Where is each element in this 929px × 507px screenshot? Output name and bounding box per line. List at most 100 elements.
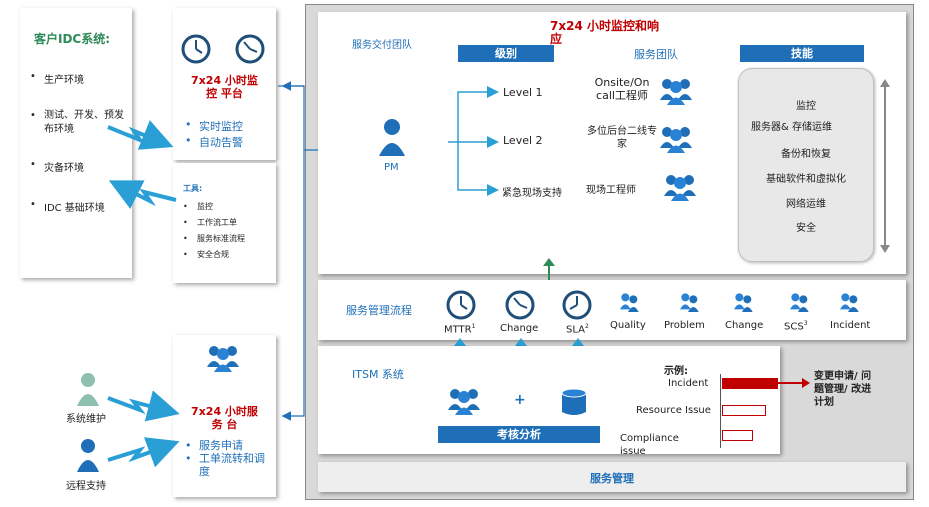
skill-item: 服务器& 存储运维 [751, 122, 832, 133]
itsm-label: ITSM 系统 [352, 368, 404, 381]
monitor-platform-list: 实时监控 自动告警 [185, 118, 243, 150]
tools-item: 安全合规 [183, 247, 245, 263]
level-item: Level 1 [503, 86, 543, 99]
person-icon [77, 439, 99, 472]
lightning-arrow [107, 120, 174, 150]
delivery-label: 服务交付团队 [352, 40, 412, 51]
process-panel: 服务管理流程 MTTR1 Change SLA2 Quality Problem… [318, 280, 906, 340]
monitor-item: 实时监控 [185, 118, 243, 134]
service-desk-list: 服务申请 工单流转和调度 [185, 439, 273, 478]
issue-axis [720, 374, 721, 448]
service-desk-item: 工单流转和调度 [185, 452, 273, 478]
monitor-platform-panel: 7x24 小时监 控 平台 实时监控 自动告警 [173, 8, 276, 160]
skills-header: 技能 [740, 45, 864, 62]
skill-item: 基础软件和虚拟化 [766, 174, 846, 185]
metric-label: MTTR1 [444, 323, 475, 335]
pm-person-icon [379, 119, 405, 156]
role-label: Incident [830, 320, 878, 332]
person-icon [77, 373, 99, 406]
metric-text: Change [500, 323, 539, 334]
footer-panel: 服务管理 [318, 462, 906, 492]
delivery-title: 7x24 小时监控和响 应 [550, 20, 659, 46]
metric-label: SLA2 [566, 323, 589, 335]
service-desk-title-line: 务 台 [211, 418, 238, 431]
metric-sup: 1 [471, 323, 476, 330]
people-group-icon [660, 127, 692, 153]
monitor-title-line: 控 平台 [206, 87, 243, 100]
issue-bar [722, 405, 766, 416]
role-label: Problem [664, 320, 706, 332]
metric-label: Change [500, 323, 540, 335]
team-header: 服务团队 [634, 48, 678, 61]
person-icon [790, 293, 809, 312]
issue-label: Compliance issue [620, 433, 679, 457]
issue-bar [722, 430, 753, 441]
link-line [281, 150, 305, 421]
level-tree [448, 86, 499, 196]
role-label: SCS3 [784, 320, 808, 332]
tools-item: 服务标准流程 [183, 231, 245, 247]
skill-item: 网络运维 [786, 199, 826, 210]
people-group-icon [207, 346, 239, 372]
delivery-title-line: 应 [550, 32, 563, 46]
service-desk-title: 7x24 小时服 务 台 [173, 405, 276, 431]
tools-item: 工作流工单 [183, 215, 245, 231]
level-header: 级别 [458, 45, 554, 62]
tools-item: 监控 [183, 199, 245, 215]
scroll-arrow [880, 79, 890, 253]
role-text: SCS [784, 321, 804, 333]
role-text: Incident [830, 320, 871, 331]
delivery-title-line: 7x24 小时监控和响 [550, 19, 659, 33]
person-icon [680, 293, 699, 312]
delivery-panel: 服务交付团队 7x24 小时监控和响 应 级别 服务团队 技能 PM Level… [318, 12, 906, 274]
customer-title: 客户IDC系统: [34, 32, 111, 46]
metric-text: SLA [566, 324, 585, 336]
service-desk-item: 服务申请 [185, 439, 273, 452]
issue-label: Incident [668, 378, 709, 389]
skills-box: 监控 服务器& 存储运维 备份和恢复 基础软件和虚拟化 网络运维 安全 [738, 68, 874, 262]
lightning-arrow [108, 180, 177, 210]
result-arrow [778, 378, 810, 388]
metric-text: MTTR [444, 324, 472, 336]
skill-item: 监控 [796, 101, 816, 112]
clock-icon [505, 290, 535, 320]
example-label: 示例: [664, 366, 688, 377]
tools-panel: 工具: 监控 工作流工单 服务标准流程 安全合规 [173, 163, 276, 283]
metric-sup: 2 [585, 323, 589, 330]
monitor-item: 自动告警 [185, 134, 243, 150]
result-text: 变更申请/ 问题管理/ 改进计划 [814, 371, 872, 408]
person-icon [734, 293, 753, 312]
level-item: 紧急现场支持 [502, 188, 562, 199]
lightning-arrow [107, 437, 180, 468]
skill-item: 备份和恢复 [781, 149, 831, 160]
team-item: 多位后台二线专家 [587, 126, 657, 150]
person-icon [840, 293, 859, 312]
service-desk-panel: 7x24 小时服 务 台 服务申请 工单流转和调度 [173, 335, 276, 497]
customer-item: 生产环境 [30, 71, 130, 86]
team-item: Onsite/On call工程师 [594, 76, 650, 102]
monitor-title-line: 7x24 小时监 [191, 74, 258, 87]
level-item: Level 2 [503, 134, 543, 147]
pm-label: PM [384, 162, 399, 173]
lightning-arrow [107, 390, 180, 422]
issue-label: Resource Issue [636, 405, 711, 416]
skill-item: 安全 [796, 223, 816, 234]
footer-label: 服务管理 [590, 472, 634, 485]
role-text: Problem [664, 320, 705, 331]
people-group-icon [448, 389, 480, 415]
clock-icon [235, 34, 265, 64]
team-item: 现场工程师 [586, 185, 636, 196]
service-frame-border [305, 4, 914, 500]
role-text: Change [725, 320, 764, 331]
tools-list: 监控 工作流工单 服务标准流程 安全合规 [183, 199, 245, 263]
person-icon [620, 293, 639, 312]
people-group-icon [664, 175, 696, 201]
customer-item: IDC 基础环境 [30, 199, 130, 214]
role-label: Change [725, 320, 767, 332]
customer-item: 灾备环境 [30, 159, 130, 174]
clock-icon [181, 34, 211, 64]
role-sup: 3 [803, 320, 808, 327]
customer-item: 测试、开发、预发布环境 [30, 109, 130, 137]
database-icon [561, 388, 587, 415]
